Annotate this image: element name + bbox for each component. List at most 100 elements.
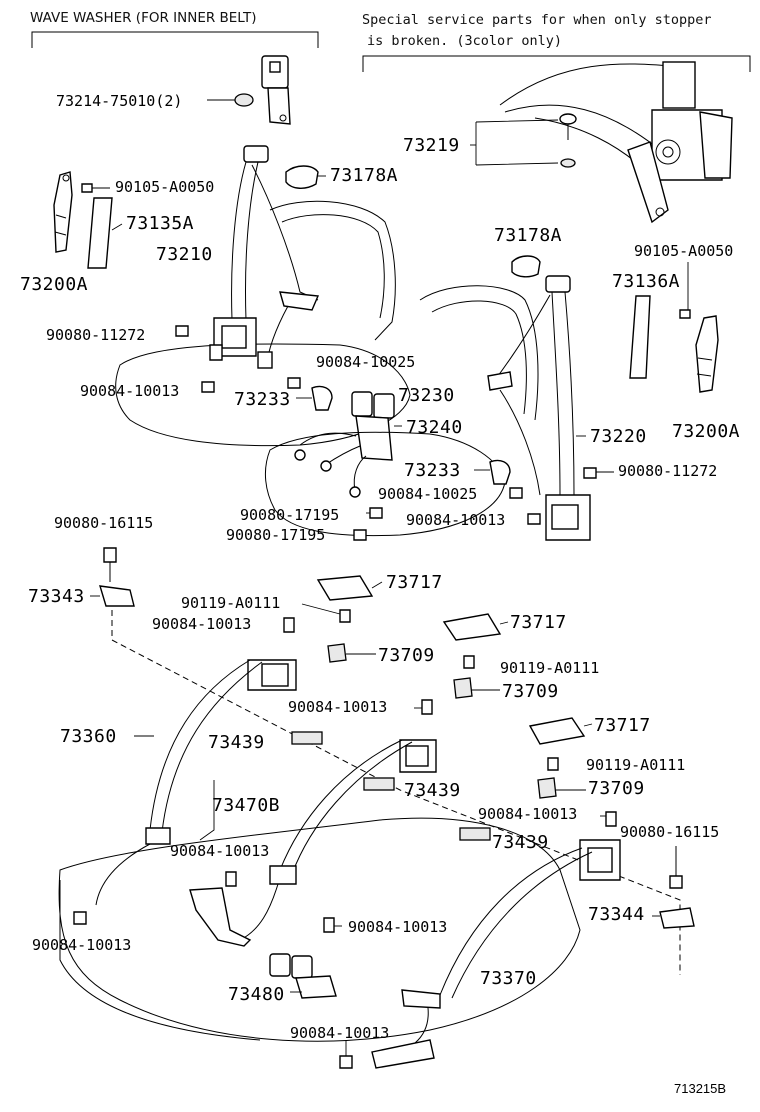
label-73439-1: 73439 [208, 732, 265, 753]
seat-belt-73360 [95, 659, 297, 906]
label-73200A-left: 73200A [20, 274, 88, 295]
retractor-73220-cover [551, 504, 579, 530]
seat-cushion-right [265, 431, 506, 537]
bolt-90084-10025-right [509, 487, 523, 499]
bolt-90080-17195-a [369, 507, 383, 519]
retractor-73210-cover [221, 325, 247, 349]
label-73136A: 73136A [612, 271, 680, 292]
buckle-73480-base [295, 975, 337, 999]
label-73178A-left: 73178A [330, 165, 398, 186]
buckle-73480-b [291, 955, 313, 979]
seat-belt-73470B [189, 739, 437, 947]
front-seat-right [265, 285, 539, 537]
bolt-90119-A0111-3 [547, 757, 559, 771]
bolt-90084-10013-r5 [73, 911, 87, 925]
bolt-90084-10013-r3 [605, 811, 617, 827]
retractor-73370-cover [587, 847, 613, 873]
adjuster-73200A-right [695, 315, 719, 393]
buckle-assembly-73230 [294, 391, 402, 498]
retractor-73360-cover [261, 663, 289, 687]
label-73439-3: 73439 [492, 832, 549, 853]
retractor-73470B-cover [405, 745, 429, 767]
label-73470B: 73470B [212, 795, 280, 816]
retractor-anchor-plate [627, 141, 669, 224]
buckle-wire-b [324, 445, 361, 466]
pad-73439-2 [363, 777, 395, 791]
service-parts-note-line1: Special service parts for when only stop… [362, 12, 712, 28]
bolt-90084-10013-left [201, 381, 215, 393]
bolt-90084-10013-r2 [421, 699, 433, 715]
clip-73709-3 [537, 777, 557, 799]
cover-73178A-left [285, 165, 319, 189]
belt-73210-anchor [257, 351, 273, 369]
belt-73370-webbing-a [439, 847, 583, 996]
bolt-90080-17195-b [353, 529, 367, 541]
label-90084-10013-right: 90084-10013 [406, 511, 505, 529]
seat-belt-73210 [209, 145, 320, 369]
label-73709-2: 73709 [502, 681, 559, 702]
rear-seat-cushion [58, 817, 581, 1042]
leader-l37 [583, 723, 593, 727]
label-90080-17195-b: 90080-17195 [226, 526, 325, 544]
wave-washer [234, 93, 254, 107]
adjuster-73200A-left-ribs [54, 214, 67, 236]
buckle-connector-b [320, 460, 332, 472]
label-73717-2: 73717 [510, 612, 567, 633]
label-90080-11272-left: 90080-11272 [46, 326, 145, 344]
retractor-hub [662, 146, 674, 158]
belt-73370-tongue [371, 1039, 435, 1069]
leader-l41 [199, 780, 215, 841]
belt-73470B-anchor [269, 865, 297, 885]
label-73210: 73210 [156, 244, 213, 265]
bolt-90084-10025-left [287, 377, 301, 389]
retractor-bracket [662, 61, 696, 109]
bolt-90080-11272-right [583, 467, 597, 479]
label-90119-A0111-1: 90119-A0111 [181, 594, 280, 612]
belt-73470B-webbing-b [291, 741, 413, 875]
belt-73220-tongue [487, 371, 513, 391]
cover-73233-left [311, 385, 333, 411]
bolt-90084-10013-r1 [283, 617, 295, 633]
label-73709-3: 73709 [588, 778, 645, 799]
label-90119-A0111-2: 90119-A0111 [500, 659, 599, 677]
anchor-73344 [659, 907, 695, 929]
shoulder-anchor-73210 [243, 145, 269, 163]
buckle-wire-a [299, 432, 357, 446]
cover-73136A [629, 295, 651, 379]
label-73219: 73219 [403, 135, 460, 156]
shoulder-anchor-73220 [545, 275, 571, 293]
label-90080-16115-left: 90080-16115 [54, 514, 153, 532]
belt-webbing-top [499, 63, 691, 106]
leader-l28 [301, 603, 341, 615]
label-73709-1: 73709 [378, 645, 435, 666]
buckle-connector-a [294, 449, 306, 461]
buckle-73480 [269, 953, 337, 999]
buckle-strap [267, 87, 291, 125]
diagram-reference-code: 713215B [674, 1081, 726, 1096]
stopper-button [559, 113, 577, 125]
leader-l27 [371, 581, 383, 589]
retractor-cover [699, 111, 733, 179]
bolt-90084-10013-r7 [339, 1055, 353, 1069]
left-pillar-parts [53, 171, 123, 269]
label-73717-1: 73717 [386, 572, 443, 593]
wave-washer-buckle-group [207, 55, 291, 125]
seatback-right-outline [419, 285, 539, 421]
bolt-90084-10013-right [527, 513, 541, 525]
service-parts-note-line2: is broken. (3color only) [367, 33, 562, 49]
seatback-right-inner [431, 300, 527, 415]
adjuster-73200A-left [53, 171, 73, 253]
bracket-73717-2 [442, 613, 502, 641]
adjuster-73200A-left-hole [62, 174, 70, 182]
label-73220: 73220 [590, 426, 647, 447]
belt-73370-anchor [401, 989, 441, 1009]
buckle-wire-c [353, 455, 367, 491]
leader-l05 [111, 223, 123, 231]
label-73240: 73240 [406, 417, 463, 438]
belt-webbing-mid [504, 104, 661, 151]
leader-l30 [499, 621, 509, 625]
belt-73220-webbing-b [564, 291, 575, 496]
wave-washer-bracket [31, 31, 319, 48]
stopper-retractor-group [470, 61, 733, 224]
belt-73470B-tongue [189, 887, 252, 947]
